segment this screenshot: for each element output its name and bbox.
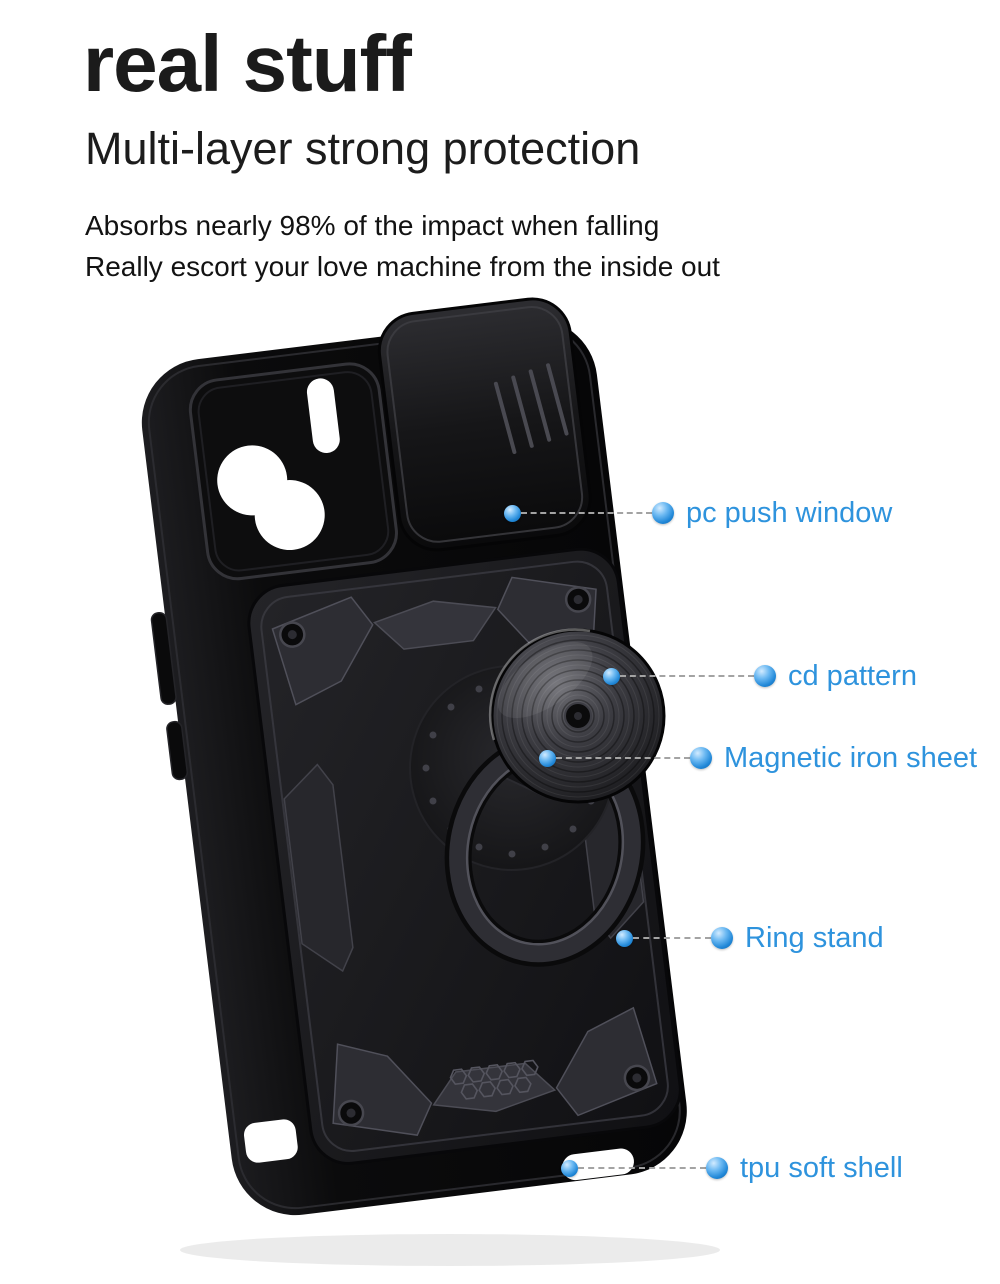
callout-dashed-line <box>578 1167 706 1169</box>
page-subtitle: Multi-layer strong protection <box>85 123 641 174</box>
callout-dashed-line <box>521 512 652 514</box>
callout-label: Ring stand <box>745 921 884 954</box>
callout-label-dot-icon <box>652 502 674 524</box>
description-line-2: Really escort your love machine from the… <box>85 251 720 282</box>
page-title: real stuff <box>83 19 412 108</box>
callout-label-dot-icon <box>690 747 712 769</box>
callout-point-dot-icon <box>603 667 620 685</box>
callout-label: pc push window <box>686 496 893 529</box>
callout-magnetic-iron-sheet: Magnetic iron sheet <box>539 742 977 774</box>
description-text: Absorbs nearly 98% of the impact when fa… <box>85 205 720 287</box>
callout-ring-stand: Ring stand <box>616 922 884 954</box>
callout-label: Magnetic iron sheet <box>724 741 978 774</box>
callout-point-dot-icon <box>539 749 556 767</box>
description-line-1: Absorbs nearly 98% of the impact when fa… <box>85 210 660 241</box>
callout-cd-pattern: cd pattern <box>603 660 917 692</box>
callout-point-dot-icon <box>616 929 633 947</box>
callout-point-dot-icon <box>504 504 521 522</box>
callout-tpu-soft-shell: tpu soft shell <box>561 1152 903 1184</box>
callout-label: tpu soft shell <box>740 1151 903 1184</box>
callout-label-dot-icon <box>754 665 776 687</box>
callout-label-dot-icon <box>706 1157 728 1179</box>
callout-pc-push-window: pc push window <box>504 497 892 529</box>
callout-dashed-line <box>556 757 690 759</box>
callout-point-dot-icon <box>561 1159 578 1177</box>
callout-dashed-line <box>620 675 754 677</box>
callout-label: cd pattern <box>788 659 917 692</box>
callout-dashed-line <box>633 937 711 939</box>
callout-label-dot-icon <box>711 927 733 949</box>
